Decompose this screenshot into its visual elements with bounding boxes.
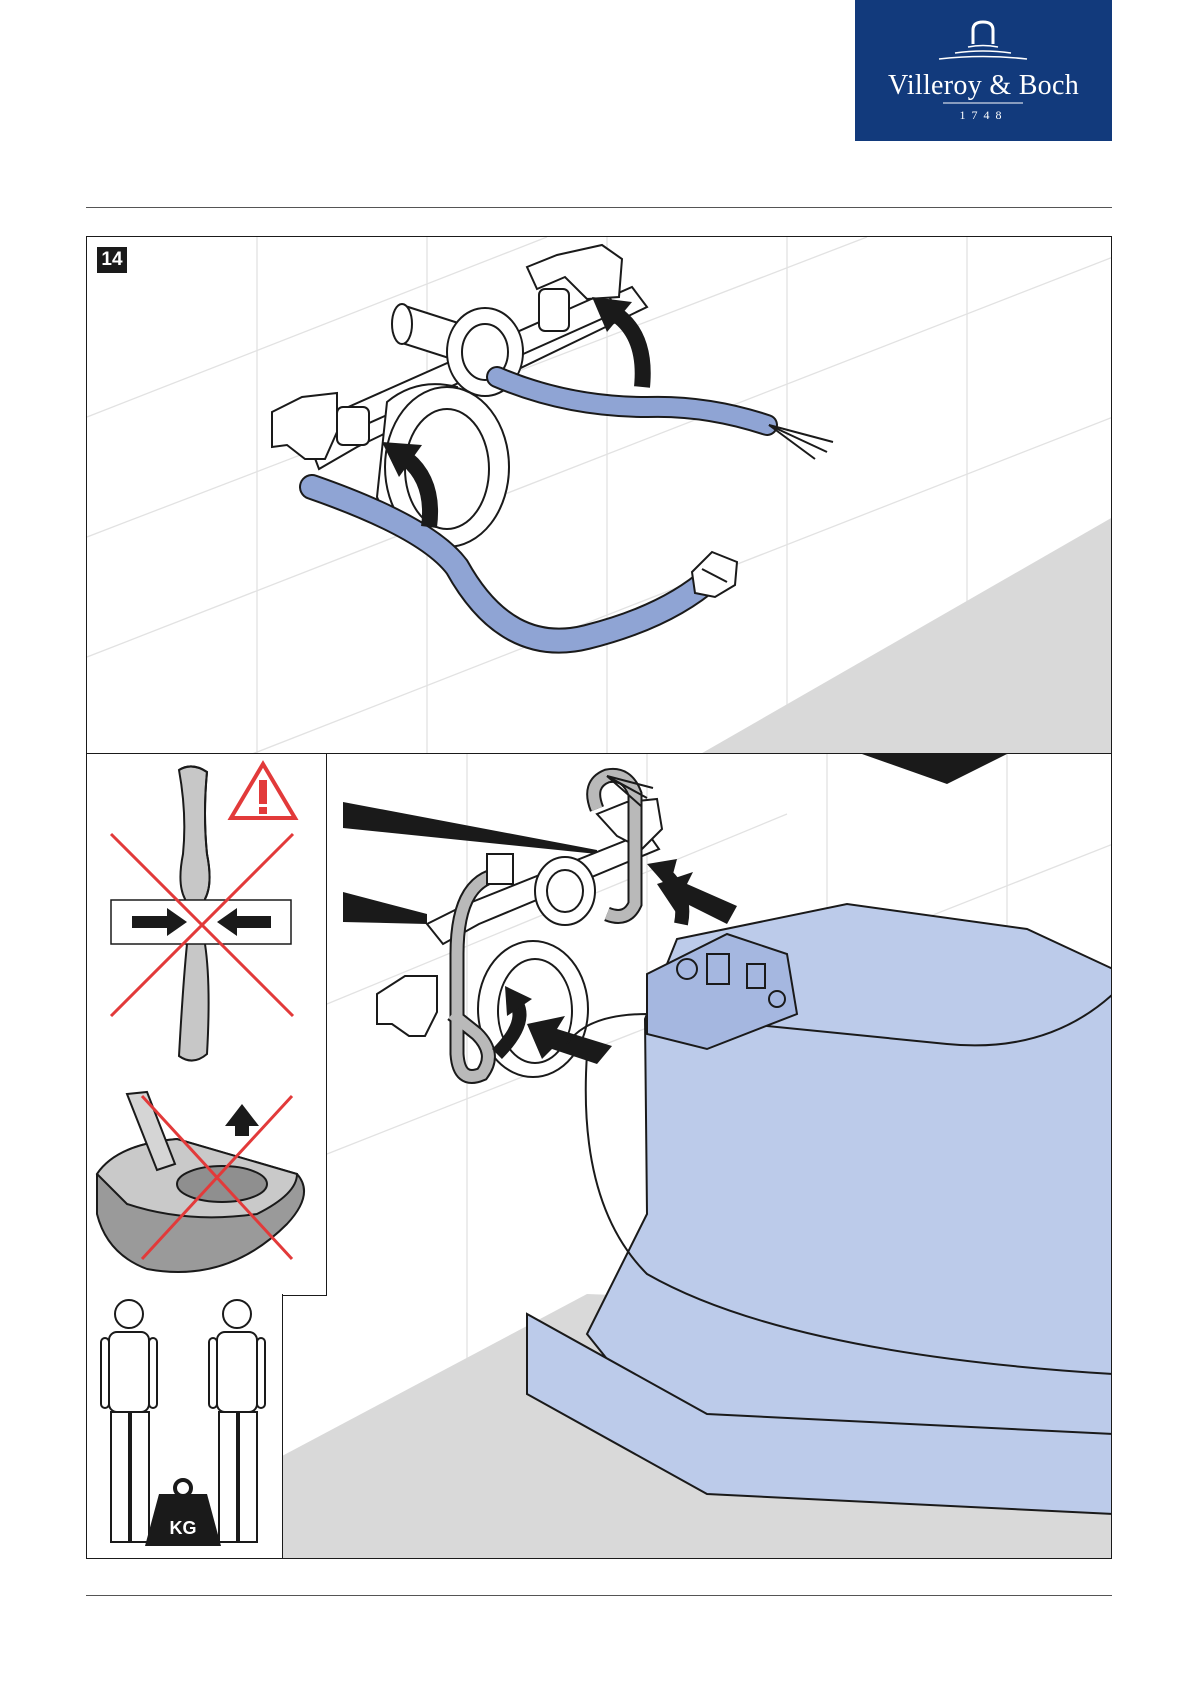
step-panel-top: 14 [86,236,1112,755]
brand-year: 1748 [855,108,1112,123]
weight-label: KG [170,1518,197,1538]
warning-kink-box [87,754,327,1086]
person-icon [209,1300,265,1542]
warning-triangle-icon [231,764,295,818]
hose-nut [487,854,513,884]
header-rule [86,207,1112,208]
water-hose [312,487,712,641]
brand-name: Villeroy & Boch [855,70,1112,102]
person-icon [101,1300,157,1542]
arrow-up-icon [225,1104,259,1136]
hose-nut [692,552,737,597]
mounting-frame-illustration [87,237,1112,755]
brand-logo: Villeroy & Boch 1748 [855,0,1112,141]
step-number-badge: 14 [97,247,127,273]
two-person-lift-box: KG [87,1294,283,1559]
weight-kg-icon: KG [145,1480,221,1546]
floor-area [697,517,1112,755]
warning-lift-box [87,1084,327,1296]
toilet-bowl [527,904,1112,1514]
footer-rule [86,1595,1112,1596]
step-panel-bottom: KG [86,753,1112,1559]
